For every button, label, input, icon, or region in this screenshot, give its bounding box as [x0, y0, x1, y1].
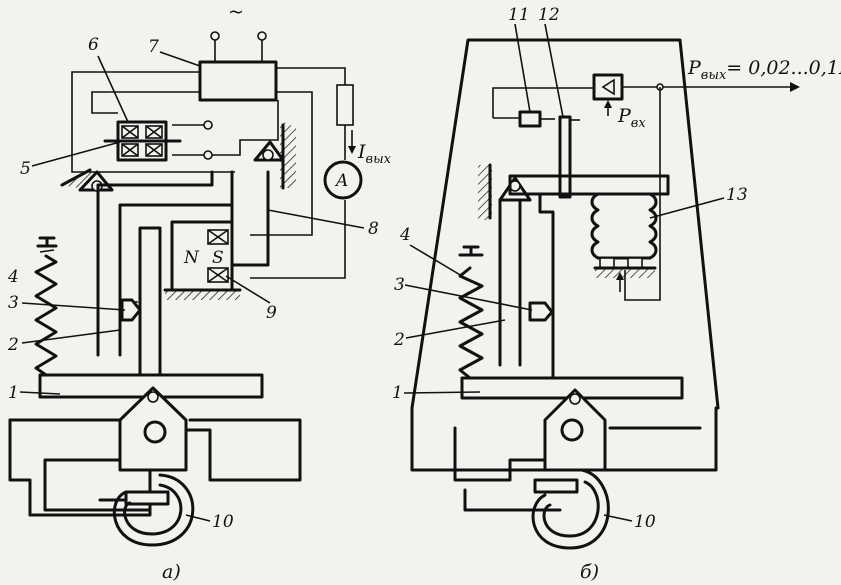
label-13: 13: [726, 185, 748, 205]
left-main-lever: [38, 226, 264, 399]
label-10: 10: [212, 512, 234, 532]
label-10-right: 10: [634, 512, 656, 532]
left-wiring: [71, 67, 354, 279]
ac-terminals: [210, 31, 267, 62]
left-lever-frame: [60, 168, 234, 357]
left-pivot-hook-10: [112, 386, 195, 547]
ammeter: [323, 160, 363, 200]
left-labels: 6 7 5 4 3 2 1 8 9 10: [7, 35, 379, 532]
bellows-13: [590, 192, 658, 292]
pneumatic-output: [492, 73, 800, 301]
pole-s: S: [212, 248, 224, 268]
nozzle-flapper: [493, 110, 580, 199]
right-base: [453, 426, 702, 512]
right-pivot-hook-10: [531, 388, 610, 550]
differential-transformer: [103, 120, 182, 162]
label-7: 7: [148, 37, 159, 57]
caption-a: а): [162, 561, 181, 583]
label-8: 8: [368, 219, 379, 239]
label-2-right: 2: [393, 330, 405, 350]
pole-n: N: [183, 248, 200, 268]
label-11: 11: [508, 5, 530, 25]
magnet-assembly: N S: [163, 170, 270, 300]
caption-b: б): [580, 561, 599, 583]
label-9: 9: [266, 303, 277, 323]
label-2: 2: [7, 335, 19, 355]
label-3-right: 3: [394, 275, 405, 295]
right-lever: [478, 163, 670, 380]
ammeter-label: A: [334, 171, 348, 191]
right-spring-4: [458, 245, 554, 380]
label-4: 4: [7, 267, 19, 287]
output-current-label: Iвых: [357, 141, 392, 167]
left-right-pivot: [253, 120, 296, 190]
left-spring-4: [34, 236, 58, 377]
ac-symbol: ~: [228, 1, 244, 23]
right-housing: [410, 38, 720, 410]
label-4-right: 4: [399, 225, 411, 245]
amplifier-block-7: [198, 60, 278, 102]
label-1: 1: [8, 383, 19, 403]
right-diagram: Pвых= 0,02...0,1МПа Pвх: [392, 5, 841, 583]
left-diagram: ~ A Iвых: [7, 1, 392, 583]
right-labels: 11 12 13 4 3 2 1 10: [392, 5, 748, 532]
input-pressure-label: Pвх: [617, 105, 646, 131]
label-1-right: 1: [392, 383, 403, 403]
output-pressure-label: Pвых= 0,02...0,1МПа: [687, 57, 841, 83]
label-6: 6: [88, 35, 99, 55]
label-3: 3: [8, 293, 19, 313]
label-12: 12: [538, 5, 560, 25]
label-5: 5: [20, 159, 31, 179]
